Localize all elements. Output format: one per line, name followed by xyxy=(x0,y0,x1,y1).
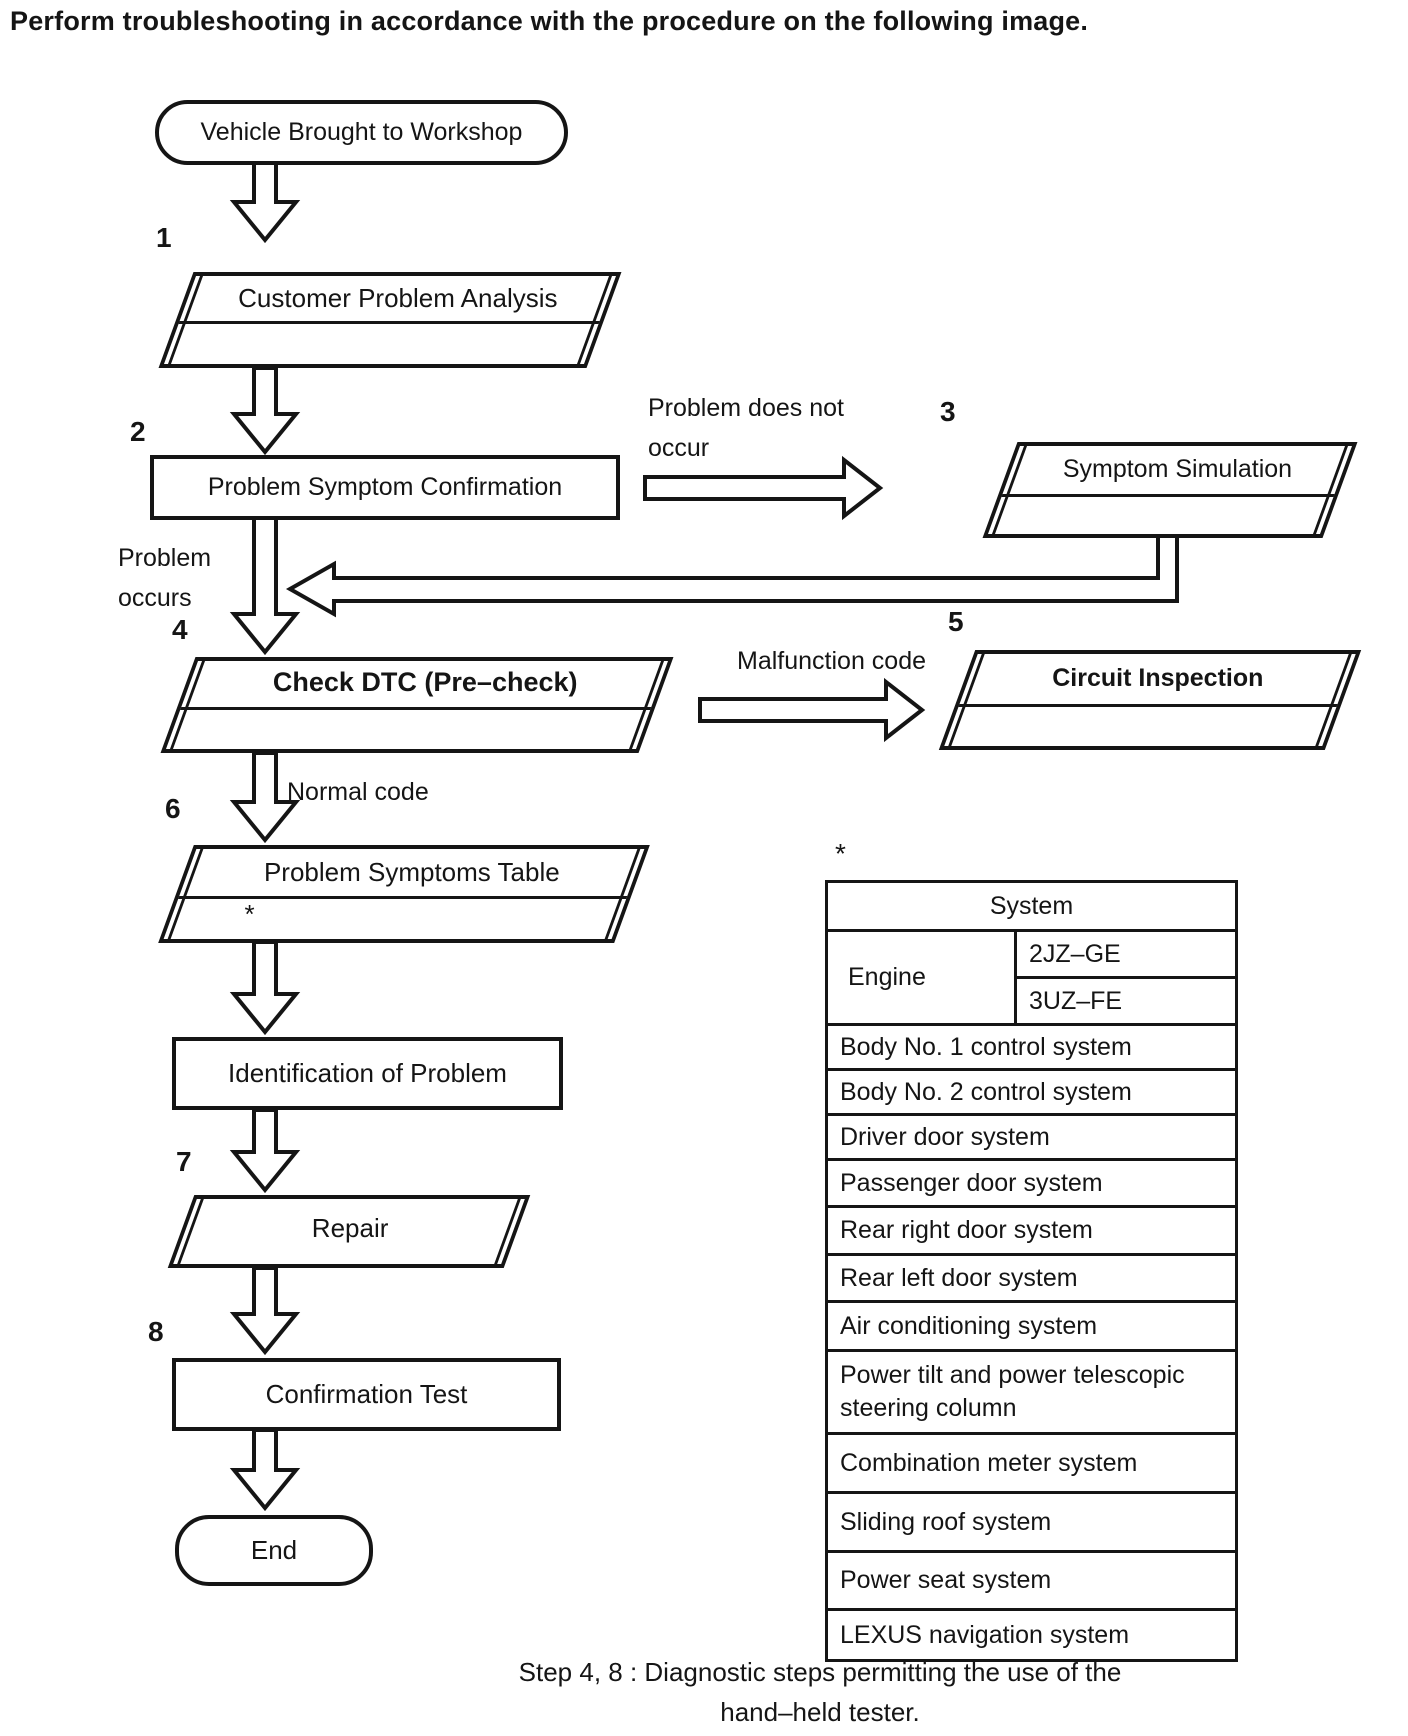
divider xyxy=(180,707,652,710)
table-row: Sliding roof system xyxy=(825,1491,1238,1553)
step-2-number: 2 xyxy=(130,416,146,447)
system-cell: Sliding roof system xyxy=(825,1491,1238,1553)
step-7-node: Repair xyxy=(167,1195,531,1268)
arrow-6-to-ident xyxy=(229,940,301,1036)
step-4-number: 4 xyxy=(172,614,188,645)
system-cell: Power seat system xyxy=(825,1550,1238,1611)
caption-line-1: Step 4, 8 : Diagnostic steps permitting … xyxy=(518,1657,1122,1687)
arrow-1-to-2 xyxy=(229,366,301,456)
step-1-number: 1 xyxy=(156,222,172,253)
identification-label: Identification of Problem xyxy=(228,1058,507,1088)
table-row: Rear right door system xyxy=(825,1205,1238,1256)
system-cell: Body No. 2 control system xyxy=(825,1068,1238,1116)
step-6-node: Problem Symptoms Table * xyxy=(158,845,650,943)
divider xyxy=(1001,494,1335,497)
step-2-node: Problem Symptom Confirmation xyxy=(150,455,620,520)
arrow-4-to-6 xyxy=(229,751,301,844)
divider xyxy=(178,321,600,324)
arrow-return-from-simulation xyxy=(285,526,1179,618)
step-6-note-marker: * xyxy=(244,899,255,929)
table-row: 3UZ–FE xyxy=(827,976,1238,1026)
edge-label-malfunction-code: Malfunction code xyxy=(737,647,927,675)
system-table: System Engine 2JZ–GE 3UZ–FE Body No. 1 c… xyxy=(825,880,1238,1662)
table-note-marker: * xyxy=(835,838,846,869)
arrow-2-to-4 xyxy=(229,514,301,656)
arrow-malfunction-code xyxy=(698,677,926,743)
step-3-label: Symptom Simulation xyxy=(1062,455,1293,483)
table-row: Combination meter system xyxy=(825,1432,1238,1494)
engine-cell: Engine xyxy=(825,929,1017,1026)
system-cell: Combination meter system xyxy=(825,1432,1238,1494)
step-7-number: 7 xyxy=(176,1146,192,1177)
arrow-problem-does-not-occur xyxy=(643,455,884,521)
table-row: Air conditioning system xyxy=(825,1300,1238,1352)
step-3-node: Symptom Simulation xyxy=(982,442,1358,538)
system-cell: Body No. 1 control system xyxy=(825,1023,1238,1071)
step-5-number: 5 xyxy=(948,606,964,637)
step-8-number: 8 xyxy=(148,1316,164,1347)
step-5-label: Circuit Inspection xyxy=(1052,664,1264,692)
edge-label-problem-occurs: Problem occurs xyxy=(118,544,212,612)
end-node: End xyxy=(175,1515,373,1586)
engine-variant-cell: 2JZ–GE xyxy=(1014,929,1238,979)
step-7-label: Repair xyxy=(311,1213,389,1243)
table-row: LEXUS navigation system xyxy=(825,1608,1238,1662)
table-row: Driver door system xyxy=(825,1113,1238,1161)
system-cell: Rear left door system xyxy=(825,1253,1238,1303)
system-cell: Passenger door system xyxy=(825,1158,1238,1208)
step-8-node: Confirmation Test xyxy=(172,1358,561,1431)
engine-variant-cell: 3UZ–FE xyxy=(1014,976,1238,1026)
arrow-8-to-end xyxy=(229,1428,301,1512)
end-node-label: End xyxy=(250,1535,298,1565)
step-4-node: Check DTC (Pre–check) xyxy=(160,657,674,753)
arrow-7-to-8 xyxy=(229,1266,301,1356)
step-3-number: 3 xyxy=(940,396,956,427)
step-6-number: 6 xyxy=(165,793,181,824)
step-4-label: Check DTC (Pre–check) xyxy=(272,667,578,697)
step-1-label: Customer Problem Analysis xyxy=(238,283,558,313)
start-node-label: Vehicle Brought to Workshop xyxy=(200,118,523,146)
system-cell: Air conditioning system xyxy=(825,1300,1238,1352)
step-6-label: Problem Symptoms Table xyxy=(263,857,560,887)
arrow-ident-to-7 xyxy=(229,1108,301,1194)
start-node: Vehicle Brought to Workshop xyxy=(155,100,568,165)
step-5-node: Circuit Inspection xyxy=(938,650,1362,750)
table-row: Rear left door system xyxy=(825,1253,1238,1303)
divider xyxy=(958,704,1338,707)
table-row: Body No. 2 control system xyxy=(825,1068,1238,1116)
identification-node: Identification of Problem xyxy=(172,1037,563,1110)
step-2-label: Problem Symptom Confirmation xyxy=(207,473,563,501)
system-cell: Power tilt and power telescopic steering… xyxy=(825,1349,1238,1435)
system-cell: Rear right door system xyxy=(825,1205,1238,1256)
step-8-label: Confirmation Test xyxy=(265,1379,468,1409)
figure-caption: Step 4, 8 : Diagnostic steps permitting … xyxy=(500,1652,1140,1732)
table-row: Power seat system xyxy=(825,1550,1238,1611)
system-cell: Driver door system xyxy=(825,1113,1238,1161)
system-cell: LEXUS navigation system xyxy=(825,1608,1238,1662)
table-row: Engine 2JZ–GE xyxy=(825,929,1238,1026)
table-header-system: System xyxy=(825,880,1238,932)
table-header-row: System xyxy=(825,880,1238,932)
step-1-node: Customer Problem Analysis xyxy=(158,272,622,368)
page-title: Perform troubleshooting in accordance wi… xyxy=(10,6,1089,36)
table-row: Passenger door system xyxy=(825,1158,1238,1208)
arrow-start-to-1 xyxy=(229,161,301,244)
edge-label-problem-does-not-occur: Problem does not occur xyxy=(648,394,844,462)
edge-label-normal-code: Normal code xyxy=(287,778,429,806)
caption-line-2: hand–held tester. xyxy=(720,1697,920,1727)
table-row: Body No. 1 control system xyxy=(825,1023,1238,1071)
table-row: Power tilt and power telescopic steering… xyxy=(825,1349,1238,1435)
